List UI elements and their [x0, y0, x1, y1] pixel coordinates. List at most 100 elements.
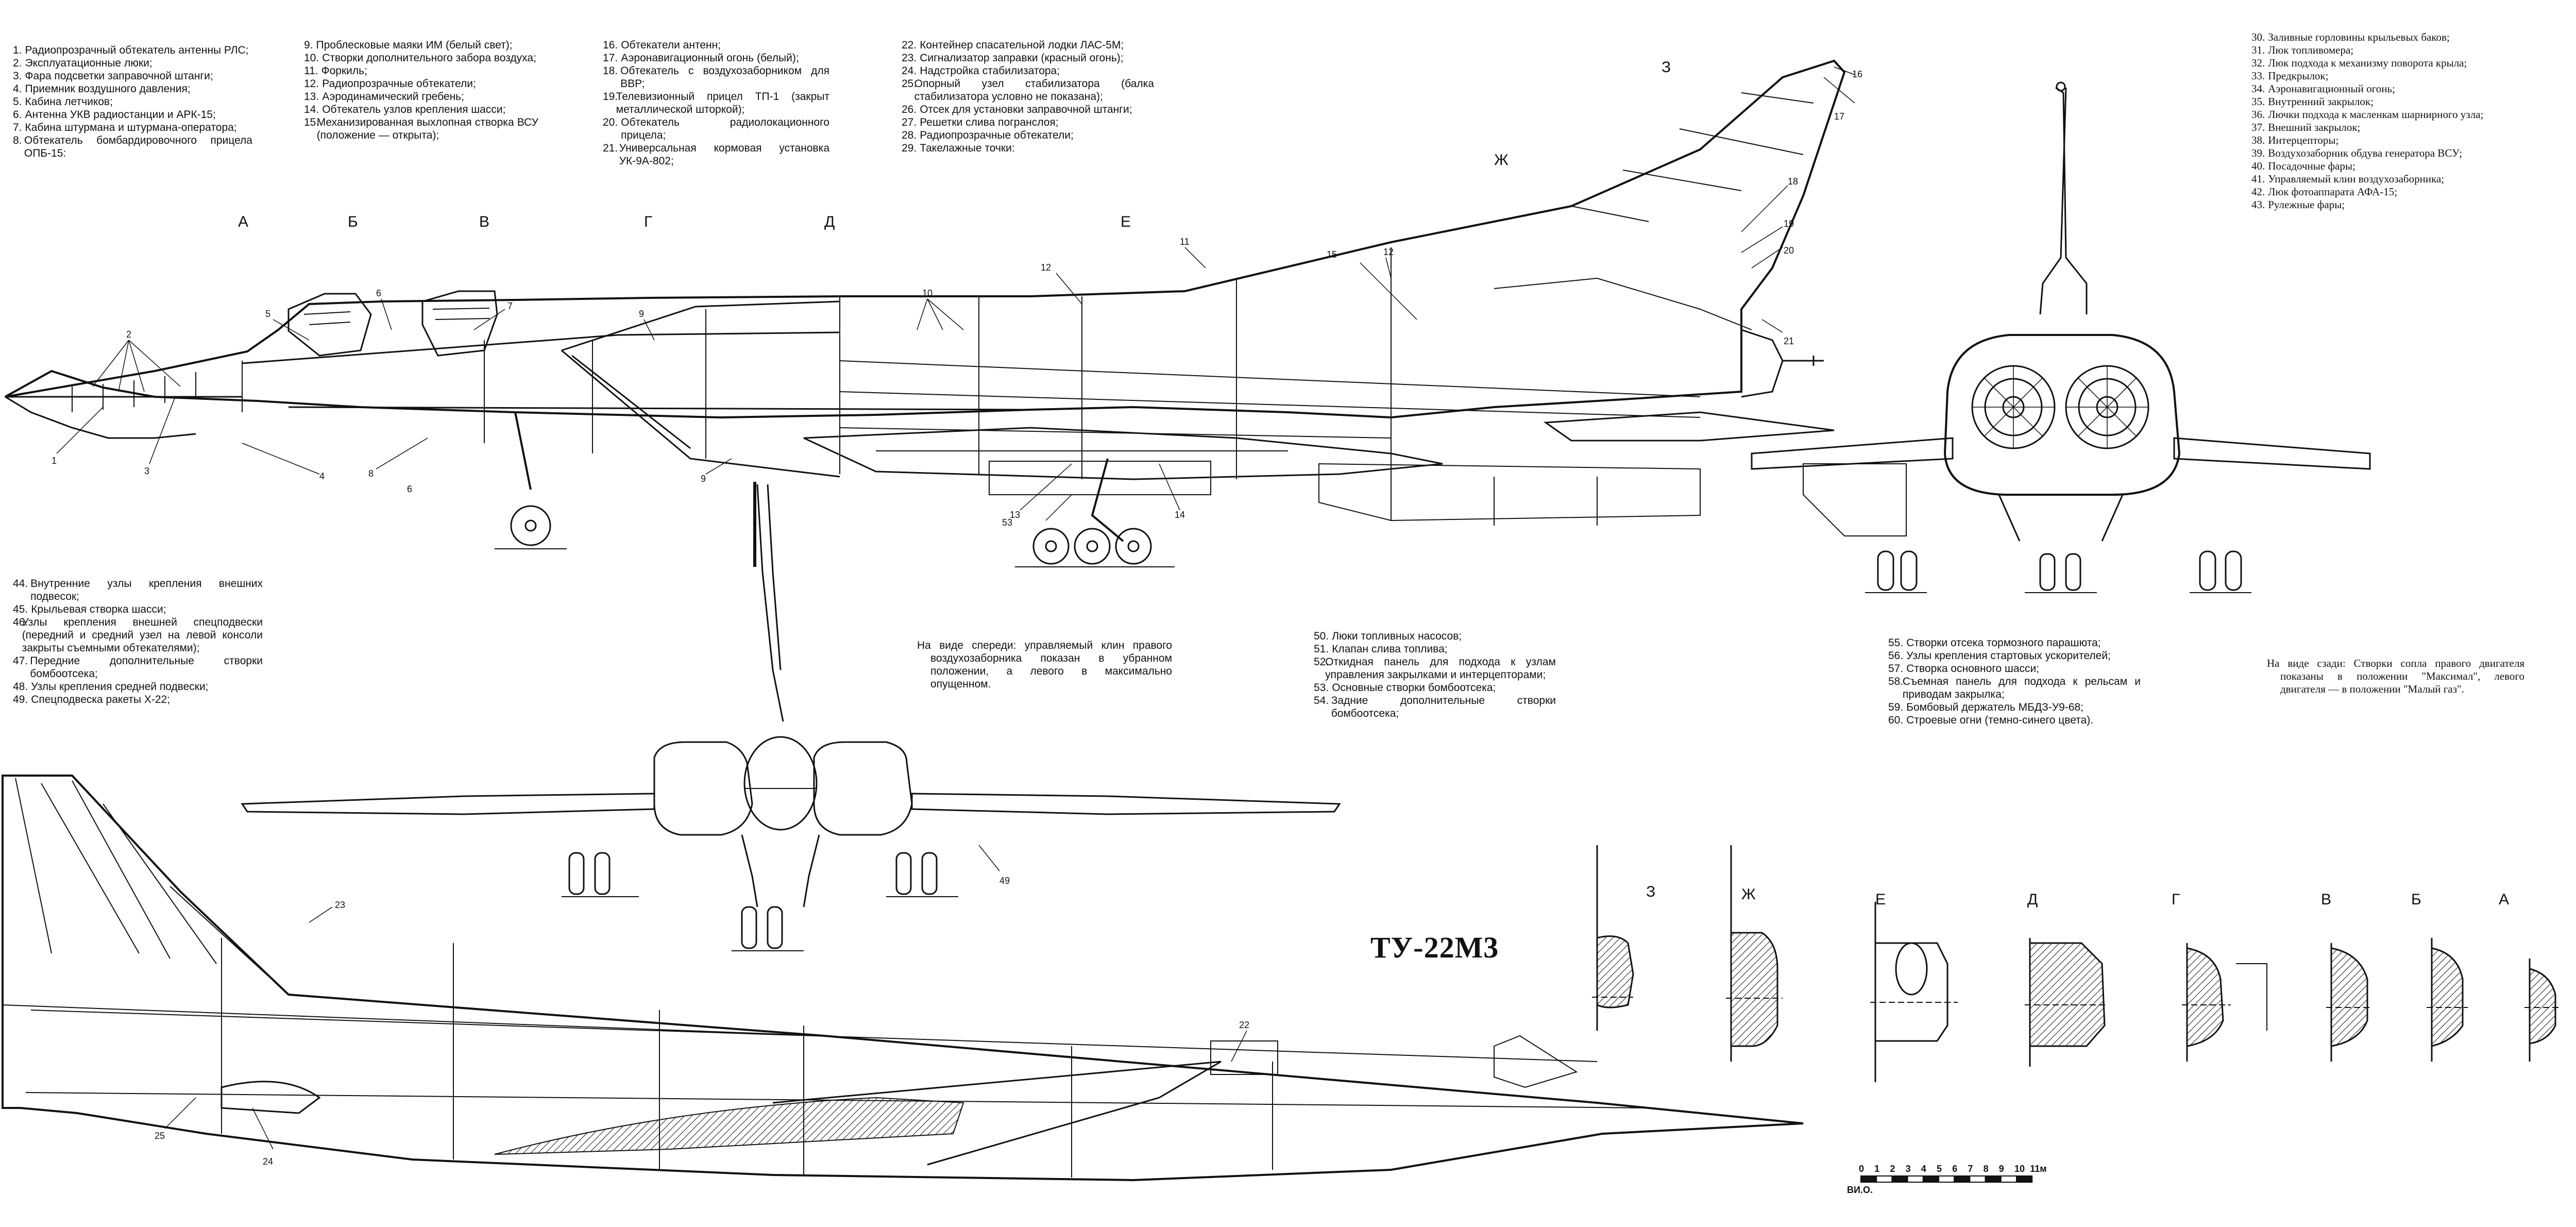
legend-item-text: Радиопрозрачный обтекатель антенны РЛС; — [25, 44, 249, 56]
legend-column-5: 30.Заливные горловины крыльевых баков;31… — [2251, 31, 2514, 211]
legend-item-text: Бомбовый держатель МБДЗ-У9-68; — [1906, 701, 2084, 713]
legend-item: 31.Люк топливомера; — [2251, 44, 2514, 57]
legend-item: 33.Предкрылок; — [2251, 70, 2514, 82]
legend-item: 27.Решетки слива погранслоя; — [902, 116, 1154, 129]
legend-item-text: Клапан слива топлива; — [1332, 643, 1448, 655]
legend-item-text: Опорный узел стабилизатора (балка стабил… — [914, 78, 1154, 103]
legend-item: 17.Аэронавигационный огонь (белый); — [603, 52, 829, 64]
legend-item-number: 57. — [1888, 663, 1904, 675]
scale-segment — [1860, 1175, 1877, 1183]
legend-item-number: 37. — [2251, 121, 2265, 133]
legend-item: 13.Аэродинамический гребень; — [304, 90, 538, 103]
legend-column-3: 16.Обтекатели антенн;17.Аэронавигационны… — [603, 39, 829, 167]
scale-tick-label: 11м — [2030, 1164, 2046, 1174]
legend-item-number: 11. — [304, 65, 318, 77]
legend-item: 38.Интерцепторы; — [2251, 134, 2514, 147]
legend-item-number: 44. — [13, 578, 28, 590]
callout-13: 13 — [1010, 510, 1020, 520]
legend-item-number: 27. — [902, 116, 917, 128]
side-view-top — [5, 59, 1846, 567]
legend-column-4: 22.Контейнер спасательной лодки ЛАС-5М;2… — [902, 39, 1154, 155]
legend-item-text: Фара подсветки заправочной штанги; — [25, 70, 213, 82]
callout-6a: 6 — [376, 288, 381, 298]
callout-9a: 9 — [639, 309, 644, 319]
legend-item-text: Обтекатель с воздухозаборником для ВВР; — [620, 65, 829, 90]
legend-item-text: Решетки слива погранслоя; — [920, 116, 1059, 128]
section-marker-e: Е — [1121, 213, 1131, 230]
legend-item-number: 54. — [1314, 695, 1329, 707]
legend-item: 10.Створки дополнительного забора воздух… — [304, 52, 538, 64]
legend-item-number: 60. — [1888, 714, 1904, 726]
scale-tick-label: 2 — [1890, 1164, 1895, 1174]
legend-item-text: Эксплуатационные люки; — [25, 57, 152, 69]
legend-item-text: Проблесковые маяки ИМ (белый свет); — [316, 39, 513, 51]
legend-item-text: Аэронавигационный огонь (белый); — [621, 52, 799, 64]
legend-item-text: Обтекатели антенн; — [621, 39, 721, 51]
legend-item: 54.Задние дополнительные створки бомбоот… — [1314, 694, 1556, 720]
legend-item: 40.Посадочные фары; — [2251, 160, 2514, 173]
legend-item-text: Воздухозаборник обдува генератора ВСУ; — [2268, 147, 2462, 159]
legend-item-text: Форкиль; — [321, 65, 367, 77]
legend-item: 60.Строевые огни (темно-синего цвета). — [1888, 714, 2141, 727]
legend-item-text: Обтекатель радиолокационного прицела; — [621, 116, 829, 141]
callout-49: 49 — [999, 876, 1010, 886]
legend-item: 4.Приемник воздушного давления; — [13, 82, 252, 95]
callout-12b: 12 — [1383, 247, 1394, 257]
callout-22: 22 — [1239, 1020, 1249, 1030]
legend-item-number: 32. — [2251, 57, 2265, 69]
legend-item: 46.Узлы крепления внешней спецподвески (… — [13, 616, 263, 654]
legend-item-number: 33. — [2251, 70, 2265, 82]
legend-item-number: 17. — [603, 52, 618, 64]
cross-sections — [1592, 845, 2561, 1082]
legend-item-number: 50. — [1314, 630, 1329, 642]
rear-view — [1751, 81, 2371, 593]
scale-segment — [1985, 1175, 2002, 1183]
legend-item: 22.Контейнер спасательной лодки ЛАС-5М; — [902, 39, 1154, 52]
legend-item-text: Узлы крепления стартовых ускорителей; — [1906, 650, 2111, 662]
callout-1: 1 — [52, 456, 57, 466]
legend-item: 19.Телевизионный прицел ТП-1 (закрыт мет… — [603, 90, 829, 116]
callouts-top: 1 2 3 4 5 6 6 7 8 9 9 10 11 12 12 13 14 … — [52, 66, 1862, 528]
legend-item-number: 47. — [13, 655, 28, 667]
legend-item-text: Телевизионный прицел ТП-1 (закрыт металл… — [616, 91, 829, 115]
legend-item: 34.Аэронавигационный огонь; — [2251, 82, 2514, 95]
legend-item-number: 59. — [1888, 701, 1904, 713]
legend-item-text: Аэродинамический гребень; — [322, 91, 464, 103]
cross-section-labels: З Ж Е Д Г В Б А — [1646, 883, 2509, 908]
callout-18: 18 — [1788, 176, 1798, 187]
legend-item: 32.Люк подхода к механизму поворота крыл… — [2251, 57, 2514, 70]
legend-item: 51.Клапан слива топлива; — [1314, 643, 1556, 655]
legend-item-number: 7. — [13, 122, 22, 133]
legend-item: 24.Надстройка стабилизатора; — [902, 64, 1154, 77]
legend-item: 23.Сигнализатор заправки (красный огонь)… — [902, 52, 1154, 64]
side-view-bottom — [2, 775, 1804, 1182]
legend-item: 15.Механизированная выхлопная створка ВС… — [304, 116, 538, 142]
legend-item-number: 31. — [2251, 44, 2265, 56]
callout-24: 24 — [263, 1156, 273, 1167]
legend-item-text: Узлы крепления средней подвески; — [31, 681, 209, 693]
legend-item-number: 15. — [304, 116, 319, 128]
legend-item: 59.Бомбовый держатель МБДЗ-У9-68; — [1888, 701, 2141, 714]
legend-item-number: 2. — [13, 57, 22, 69]
callout-7: 7 — [507, 301, 513, 311]
legend-item-text: Узлы крепления внешней спецподвески (пер… — [22, 616, 263, 654]
legend-item: 16.Обтекатели антенн; — [603, 39, 829, 52]
legend-item-number: 35. — [2251, 95, 2265, 108]
callout-3: 3 — [144, 466, 149, 476]
callout-21: 21 — [1784, 336, 1794, 346]
legend-item: 20.Обтекатель радиолокационного прицела; — [603, 116, 829, 142]
legend-item-number: 34. — [2251, 82, 2265, 95]
legend-item-text: Створки отсека тормозного парашюта; — [1906, 637, 2101, 649]
legend-column-8: 55.Створки отсека тормозного парашюта;56… — [1888, 636, 2141, 727]
legend-item-number: 46. — [13, 616, 28, 628]
section-marker-b: Б — [348, 213, 358, 230]
legend-item-text: Задние дополнительные створки бомбоотсек… — [1331, 695, 1556, 719]
legend-item-number: 30. — [2251, 31, 2265, 43]
legend-item-text: Приемник воздушного давления; — [25, 83, 191, 95]
legend-item-text: Люк подхода к механизму поворота крыла; — [2268, 57, 2467, 69]
scale-segment — [1938, 1175, 1955, 1183]
callout-12a: 12 — [1041, 262, 1051, 273]
legend-item: 43.Рулежные фары; — [2251, 198, 2514, 211]
section-marker-z: З — [1662, 59, 1671, 76]
